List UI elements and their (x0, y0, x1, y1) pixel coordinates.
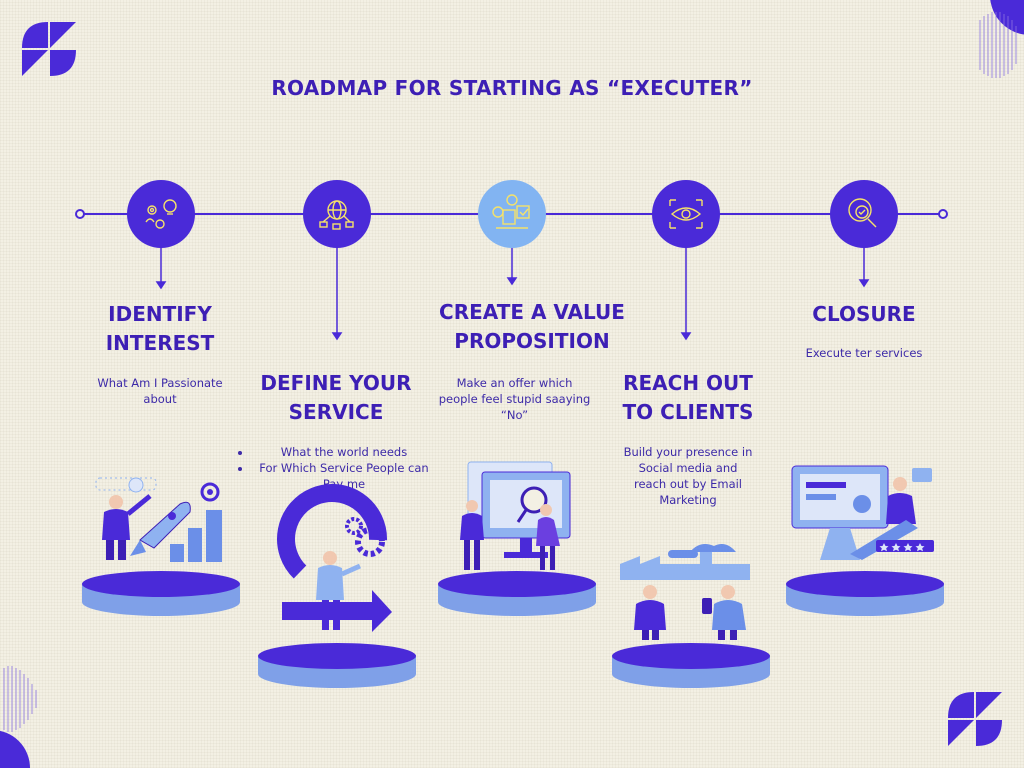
globe-network-icon (319, 200, 354, 230)
timeline-start-dot (75, 209, 85, 219)
step-4-title-line1: REACH OUT (623, 371, 753, 395)
step-3-title-line1: CREATE A VALUE (439, 300, 625, 324)
step-4-description: Build your presence in Social media and … (600, 444, 776, 508)
step-2-bullet-1: What the world needs (252, 444, 436, 460)
step-2-title: DEFINE YOUR SERVICE (236, 369, 436, 427)
eye-target-icon (669, 199, 703, 229)
platform-5 (786, 571, 944, 616)
step-1-title-line1: IDENTIFY (108, 302, 212, 326)
step-5-desc-line1: Execute ter services (805, 346, 923, 360)
step-1-title: IDENTIFY INTEREST (60, 300, 260, 358)
node-2 (303, 180, 371, 248)
step-4-desc-line4: Marketing (659, 493, 717, 507)
illustration-rocket-growth (95, 477, 222, 562)
idea-checklist-icon (492, 194, 530, 229)
platform-3 (438, 571, 596, 616)
corner-circle-bottom-left (0, 666, 37, 768)
page-title: ROADMAP FOR STARTING AS “EXECUTER” (271, 76, 753, 100)
brand-logo-icon (22, 22, 76, 76)
step-2-bullet-2: For Which Service People can Pay me (252, 460, 436, 492)
step-5-description: Execute ter services (764, 345, 964, 361)
step-3-desc-line2: people feel stupid saaying (438, 392, 591, 406)
step-2-title-line1: DEFINE YOUR (260, 371, 412, 395)
step-1-description: What Am I Passionate about (60, 375, 260, 407)
step-3-title-line2: PROPOSITION (454, 329, 610, 353)
step-5-title: CLOSURE (764, 300, 964, 329)
step-4-desc-line3: reach out by Email (633, 477, 743, 491)
node-3 (478, 180, 546, 248)
step-4-desc-line1: Build your presence in (623, 445, 753, 459)
step-4-desc-line2: Social media and (638, 461, 738, 475)
illustration-review-closure (791, 465, 934, 560)
step-3-desc-line3: “No” (500, 408, 529, 422)
step-2-bullet-list: What the world needs For Which Service P… (236, 444, 436, 492)
step-2-title-line2: SERVICE (288, 400, 384, 424)
search-badge-icon (848, 198, 877, 228)
platform-4 (612, 643, 770, 688)
corner-circle-top-right (979, 0, 1024, 78)
step-3-description: Make an offer which people feel stupid s… (412, 375, 617, 423)
step-1-title-line2: INTEREST (105, 331, 215, 355)
step-4-title-line2: TO CLIENTS (622, 400, 754, 424)
illustration-factory-people (620, 544, 750, 640)
platform-2 (258, 643, 416, 688)
step-3-title: CREATE A VALUE PROPOSITION (412, 298, 652, 356)
rating-stars-icon (876, 540, 934, 552)
illustration-gears-person (277, 483, 392, 632)
node-5 (830, 180, 898, 248)
node-1 (127, 180, 195, 248)
illustration-screens-magnifier (460, 461, 571, 570)
node-4 (652, 180, 720, 248)
brand-logo-bottom-icon (948, 692, 1002, 746)
step-3-desc-line1: Make an offer which (456, 376, 573, 390)
lightbulb-gears-icon (145, 199, 177, 229)
step-1-desc-line2: about (143, 392, 177, 406)
step-5-title-line1: CLOSURE (812, 302, 916, 326)
step-4-title: REACH OUT TO CLIENTS (588, 369, 788, 427)
step-1-desc-line1: What Am I Passionate (97, 376, 223, 390)
platform-1 (82, 571, 240, 616)
timeline-end-dot (938, 209, 948, 219)
